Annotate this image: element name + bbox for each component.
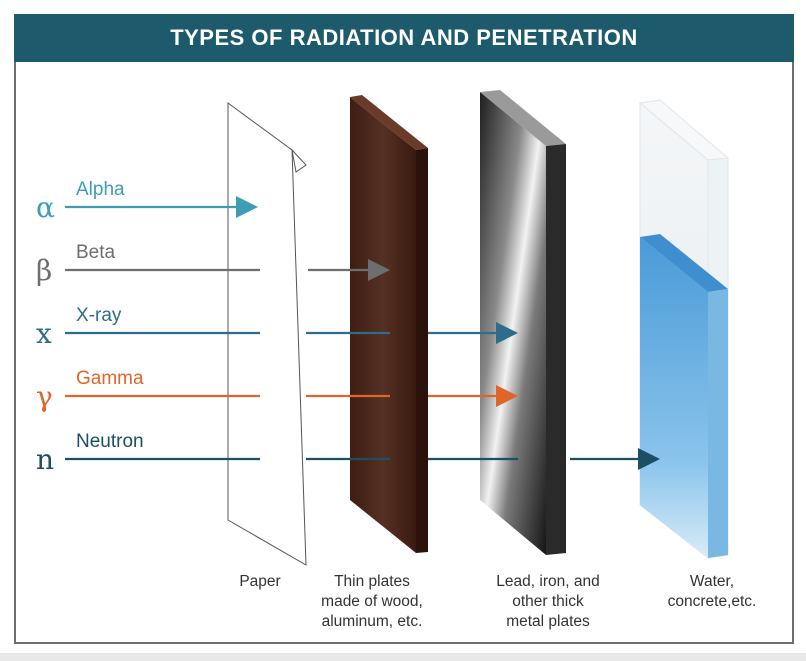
ray-label: Alpha xyxy=(76,179,125,200)
material-label-line: metal plates xyxy=(506,613,590,630)
arrow-head-icon xyxy=(496,322,518,344)
wood-plate xyxy=(350,95,428,553)
material-label-line: other thick xyxy=(512,593,584,610)
arrow-head-icon xyxy=(236,196,258,218)
radiation-rays: α Alpha β Beta x X-ray γ Gamma n Neutron xyxy=(36,179,660,476)
arrow-head-icon xyxy=(638,448,660,470)
arrow-head-icon xyxy=(496,385,518,407)
metal-plate xyxy=(480,90,566,555)
ray-alpha: α Alpha xyxy=(36,179,258,224)
ray-label: X-ray xyxy=(76,305,122,326)
ray-symbol: n xyxy=(36,443,54,476)
material-label-line: Paper xyxy=(239,573,280,590)
ray-label: Neutron xyxy=(76,431,144,452)
ray-label: Gamma xyxy=(76,368,144,389)
material-label-line: Lead, iron, and xyxy=(496,573,599,590)
paper-sheet xyxy=(227,102,307,566)
material-label-line: made of wood, xyxy=(321,593,423,610)
ray-symbol: β xyxy=(36,254,52,287)
material-label-line: Water, xyxy=(690,573,734,590)
ray-symbol: x xyxy=(36,317,52,350)
material-label: Lead, iron, and other thick metal plates xyxy=(496,573,599,630)
diagram-frame xyxy=(14,14,794,644)
material-label-line: Thin plates xyxy=(334,573,410,590)
ray-symbol: α xyxy=(36,191,55,224)
ray-label: Beta xyxy=(76,242,116,263)
ray-neutron: n Neutron xyxy=(36,431,660,476)
material-label: Paper xyxy=(239,573,280,590)
water-container xyxy=(638,99,730,560)
ray-xray: x X-ray xyxy=(36,305,518,350)
material-label: Water, concrete,etc. xyxy=(668,573,757,610)
material-label-line: concrete,etc. xyxy=(668,593,757,610)
diagram-title: TYPES OF RADIATION AND PENETRATION xyxy=(14,14,794,62)
ray-beta: β Beta xyxy=(36,242,390,287)
bottom-strip xyxy=(0,653,806,661)
ray-symbol: γ xyxy=(36,380,53,413)
material-label: Thin plates made of wood, aluminum, etc. xyxy=(321,573,423,630)
material-label-line: aluminum, etc. xyxy=(322,613,423,630)
ray-gamma: γ Gamma xyxy=(36,368,518,413)
material-labels: Paper Thin plates made of wood, aluminum, e… xyxy=(239,573,756,630)
arrow-head-icon xyxy=(368,259,390,281)
